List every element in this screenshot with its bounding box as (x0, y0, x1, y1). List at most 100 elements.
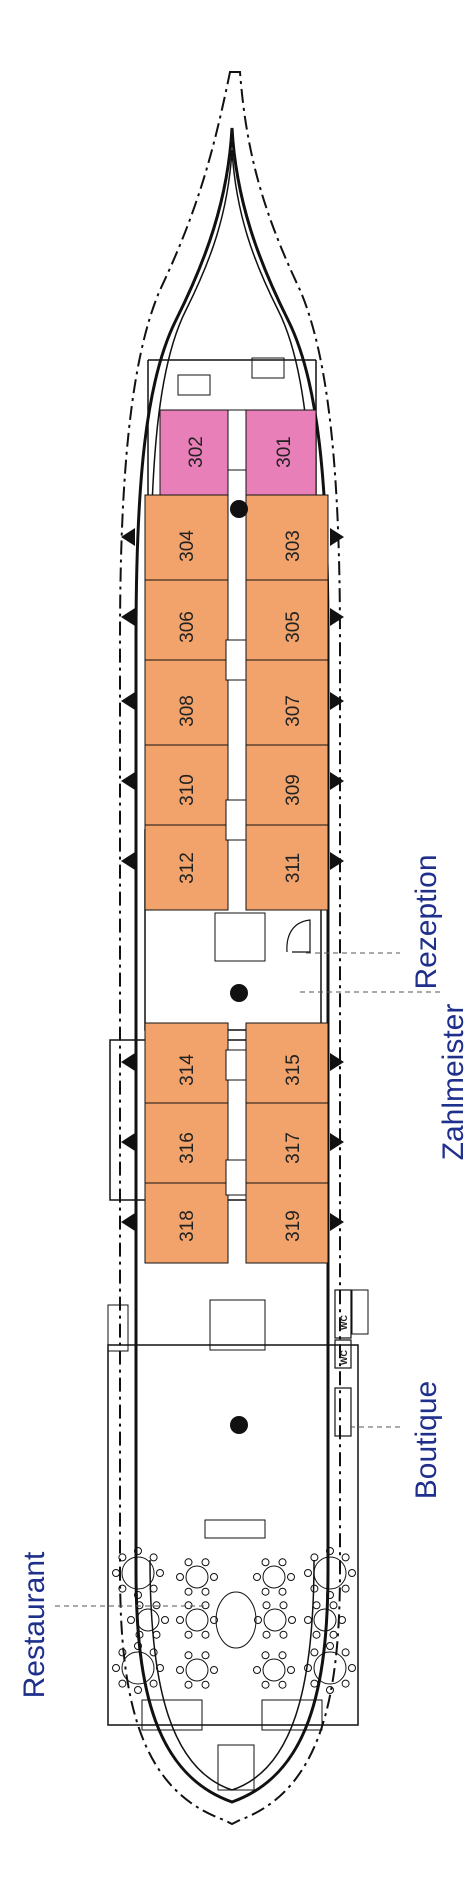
cabin-310[interactable] (144, 744, 229, 826)
banquette-left (141, 1699, 203, 1731)
cabin-319[interactable] (245, 1182, 329, 1264)
cabin-306-label[interactable]: 306 (177, 611, 198, 643)
cabin-319-label[interactable]: 319 (283, 1210, 304, 1242)
restaurant-chair (152, 1630, 161, 1639)
restaurant-chair (304, 1616, 312, 1624)
cabin-317-label[interactable]: 317 (283, 1132, 304, 1164)
cabin-302-label[interactable]: 302 (186, 436, 207, 468)
window-arrow-left-7 (121, 1133, 135, 1151)
cabin-301[interactable] (245, 409, 317, 496)
restaurant-chair (210, 1573, 218, 1581)
restaurant-table (313, 1651, 347, 1685)
cabin-318[interactable] (144, 1182, 229, 1264)
cabin-308[interactable] (144, 659, 229, 746)
restaurant-chair (253, 1666, 261, 1674)
cabin-308-label[interactable]: 308 (177, 695, 198, 727)
cabin-304[interactable] (144, 494, 229, 581)
cabin-316-label[interactable]: 316 (177, 1132, 198, 1164)
restaurant-chair (149, 1553, 158, 1562)
restaurant-chair (329, 1601, 338, 1610)
restaurant-oval-table (215, 1591, 257, 1649)
restaurant-table (121, 1556, 155, 1590)
cabin-311[interactable] (245, 824, 329, 911)
cabin-315-label[interactable]: 315 (283, 1054, 304, 1086)
restaurant-chair (341, 1584, 350, 1593)
cabin-312-label[interactable]: 312 (177, 852, 198, 884)
window-arrow-left-8 (121, 1213, 135, 1231)
restaurant-chair (348, 1664, 356, 1672)
restaurant-chair (312, 1630, 321, 1639)
lift-dot-bow (230, 500, 248, 518)
side-stair-left (107, 1304, 129, 1352)
wc-label-1: WC (339, 1315, 349, 1330)
restaurant-chair (184, 1587, 193, 1596)
buffet-counter (204, 1519, 266, 1539)
restaurant-chair (118, 1553, 127, 1562)
cabin-303[interactable] (245, 494, 329, 581)
reception-desk (286, 919, 311, 953)
restaurant-chair (156, 1569, 164, 1577)
restaurant-table (185, 1658, 209, 1682)
restaurant-chair (184, 1651, 193, 1660)
cabin-303-label[interactable]: 303 (283, 530, 304, 562)
cabin-310-label[interactable]: 310 (177, 774, 198, 806)
restaurant-chair (304, 1664, 312, 1672)
cabin-311-label[interactable]: 311 (283, 853, 304, 883)
corridor-bow (227, 409, 247, 471)
cabin-317[interactable] (245, 1102, 329, 1184)
restaurant-chair (287, 1573, 295, 1581)
restaurant-chair (341, 1679, 350, 1688)
hull-outer-dashed (119, 71, 341, 1826)
stern-stair (217, 1744, 255, 1791)
boutique-stand (334, 1387, 352, 1437)
restaurant-chair (112, 1569, 120, 1577)
corridor-cut-2 (225, 799, 247, 841)
restaurant-chair (127, 1616, 135, 1624)
aft-stair (209, 1299, 266, 1351)
cabin-307-label[interactable]: 307 (283, 695, 304, 727)
cabin-318-label[interactable]: 318 (177, 1210, 198, 1242)
window-arrow-right-7 (330, 1133, 344, 1151)
restaurant-chair (261, 1587, 270, 1596)
cabin-302[interactable] (159, 409, 229, 496)
restaurant-chair (279, 1630, 288, 1639)
restaurant-chair (326, 1591, 334, 1599)
window-arrows (121, 528, 344, 1231)
restaurant-chair (310, 1648, 319, 1657)
cabin-301-label[interactable]: 301 (274, 436, 295, 468)
restaurant-chair (201, 1558, 210, 1567)
cabin-304-label[interactable]: 304 (177, 530, 198, 562)
restaurant-chair (210, 1616, 218, 1624)
restaurant-chair (184, 1558, 193, 1567)
bow-fittings (177, 357, 285, 396)
window-arrow-left-6 (121, 1053, 135, 1071)
window-arrow-right-4 (330, 772, 344, 790)
restaurant-chair (184, 1630, 193, 1639)
cabin-314-label[interactable]: 314 (177, 1054, 198, 1086)
rezeption-label: Rezeption (410, 854, 443, 989)
restaurant-area (107, 1344, 359, 1726)
restaurant-chair (134, 1686, 142, 1694)
cabin-312[interactable] (144, 824, 229, 911)
restaurant-chair (261, 1558, 270, 1567)
restaurant-table (313, 1556, 347, 1590)
corridor-cut-1 (225, 639, 247, 681)
restaurant-chair (201, 1680, 210, 1689)
hull-inner-stern (149, 1559, 315, 1791)
restaurant-chair (201, 1587, 210, 1596)
cabin-307[interactable] (245, 659, 329, 746)
cabin-315[interactable] (245, 1022, 329, 1104)
corridor-details (225, 409, 247, 1196)
cabin-309-label[interactable]: 309 (283, 774, 304, 806)
restaurant-chair (118, 1648, 127, 1657)
restaurant-chair (278, 1558, 287, 1567)
cabin-305-label[interactable]: 305 (283, 611, 304, 643)
restaurant-chair (326, 1686, 334, 1694)
side-stair-right (351, 1289, 369, 1335)
restaurant-chair (261, 1680, 270, 1689)
restaurant-chair (278, 1651, 287, 1660)
wc-cabin-1 (334, 1289, 352, 1339)
cabin-309[interactable] (245, 744, 329, 826)
window-arrow-left-5 (121, 852, 135, 870)
